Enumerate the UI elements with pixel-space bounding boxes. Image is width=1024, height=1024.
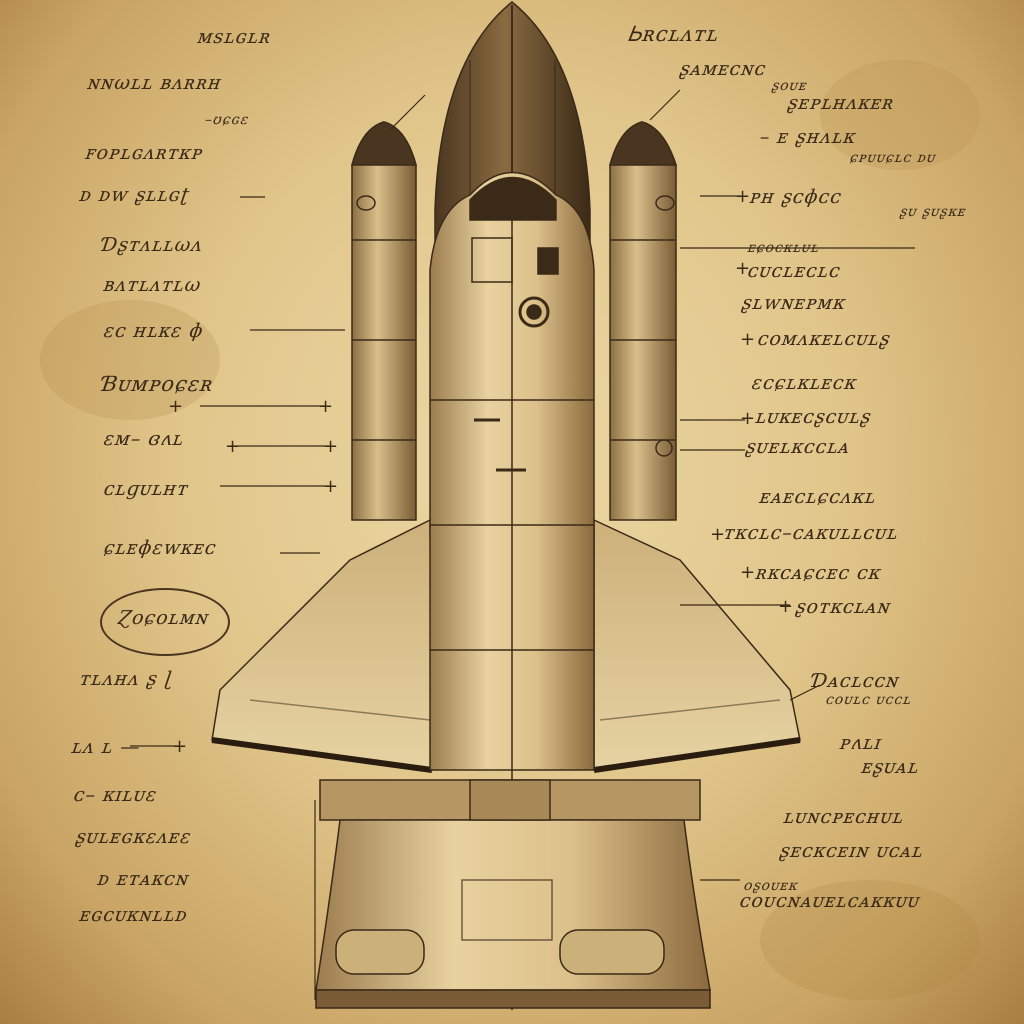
annotation-label: ᴛᴋᴄʟᴄ–ᴄᴀᴋᴜʟʟᴄᴜʟ (722, 522, 901, 544)
annotation-label: Ɗʂᴛᴧʟʟωᴧ (100, 234, 205, 256)
svg-text:+: + (323, 476, 338, 497)
annotation-label: ʂᴜʟᴇɢᴋɛᴧᴇɛ (74, 826, 194, 848)
paper-stain (760, 880, 980, 1000)
annotation-label: – ᴇ ʂʜᴧʟᴋ (758, 126, 858, 148)
annotation-label: ʙᴧᴛʟᴧᴛʟω (102, 274, 203, 296)
annotation-label: ᴇʂᴜᴀʟ (860, 756, 921, 778)
annotation-label: ᴄᴏᴜᴄɴᴀᴜᴇʟᴄᴀᴋᴋᴜᴜ (738, 890, 922, 912)
svg-text:+: + (735, 258, 750, 279)
annotation-label: Ɗᴀᴄʟᴄᴄɴ (810, 670, 902, 692)
annotation-label: ʟᴜɴᴄᴘᴇᴄʜᴜʟ (782, 806, 906, 828)
annotation-label: ʂᴜᴇʟᴋᴄᴄʟᴀ (744, 436, 852, 458)
annotation-label: ᴄ– ᴋɪʟᴜɛ (72, 784, 159, 806)
annotation-label: ᴘʜ ʂᴄɸᴄᴄ (748, 186, 844, 208)
annotation-label: ᴅ ᴇᴛᴀᴋᴄɴ (96, 868, 191, 890)
paper-stain (820, 60, 980, 170)
svg-text:+: + (740, 562, 755, 583)
annotation-label: ᴅ ᴅᴡ ʂʟʟɢʈ (78, 184, 192, 206)
left-wing (211, 518, 433, 771)
svg-text:+: + (778, 596, 793, 617)
annotation-label: ᴄᴜᴄʟᴇᴄʟᴄ (746, 260, 843, 282)
annotation-label: Ɓᴜᴍᴘᴏɕɛʀ (100, 372, 216, 396)
svg-text:+: + (710, 524, 725, 545)
annotation-label: ɛᴍ– ɞʌʟ (102, 428, 186, 450)
annotation-label: ʟᴧ ʟ — (70, 736, 142, 758)
svg-text:+: + (323, 436, 338, 457)
annotation-label: ᴘʌʟɪ (838, 732, 884, 754)
annotation-label: Ꮟʀᴄʟᴧᴛʟ (626, 22, 721, 46)
paper-stain (40, 300, 220, 420)
annotation-label: ʂᴀᴍᴇᴄɴᴄ (678, 58, 768, 80)
annotation-label: ɛᴄ ʜʟᴋɛ ɸ (102, 320, 206, 342)
svg-text:+: + (172, 736, 187, 757)
annotation-label: ʂᴜ ʂᴜʂᴋᴇ (898, 204, 968, 220)
annotation-label: ᴇɢᴄᴜᴋɴʟʟᴅ (78, 904, 190, 926)
annotation-label: ɛᴄɕʟᴋʟᴇᴄᴋ (750, 372, 859, 394)
annotation-label: ᴄʟɡᴜʟʜᴛ (102, 478, 191, 500)
annotation-label: ɕʟᴇɸɛᴡᴋᴇᴄ (102, 537, 219, 559)
circled-note (100, 588, 230, 656)
annotation-label: –ʊɕɢɛ (203, 112, 251, 128)
left-booster (351, 121, 417, 521)
annotation-label: ᴄᴏᴍᴧᴋᴇʟᴄᴜʟʂ (756, 328, 893, 350)
annotation-label: ɕᴘᴜᴜɕʟᴄ ᴅᴜ (848, 150, 938, 166)
annotation-label: ɴɴωʟʟ ʙᴧʀʀʜ (86, 72, 224, 94)
annotation-label: ʂᴇᴄᴋᴄᴇɪɴ ᴜᴄᴀʟ (778, 840, 926, 862)
right-booster (609, 121, 677, 521)
annotation-label: ʂʟᴡɴᴇᴘᴍᴋ (740, 292, 848, 314)
svg-text:+: + (168, 396, 183, 417)
annotation-label: ʂᴏᴛᴋᴄʟᴀɴ (794, 596, 893, 618)
callout-lines (130, 89, 915, 1000)
svg-text:+: + (740, 408, 755, 429)
annotation-label: ʟᴜᴋᴇᴄʂᴄᴜʟʂ (754, 406, 874, 428)
svg-text:+: + (735, 186, 750, 207)
annotation-label: ʀᴋᴄᴀɕᴄᴇᴄ ᴄᴋ (754, 562, 883, 584)
svg-text:+: + (225, 436, 240, 457)
svg-text:+: + (318, 396, 333, 417)
annotation-label: ᴇɕᴏᴄᴋʟᴜʟ (746, 240, 821, 256)
annotation-label: ᴄᴏᴜʟᴄ ᴜᴄᴄʟ (824, 692, 913, 708)
annotation-label: ᴛʟᴧʜᴧ ʂ ɭ (78, 668, 175, 690)
svg-text:+: + (740, 329, 755, 350)
annotation-label: ʂᴇᴘʟʜᴧᴋᴇʀ (786, 92, 896, 114)
annotation-label: ᴇᴀᴇᴄʟɕᴄᴧᴋʟ (758, 486, 878, 508)
annotation-label: ꜰᴏᴘʟɢᴧʀᴛᴋᴘ (84, 142, 205, 164)
annotation-label: Ɀᴏɕᴏʟᴍɴ (116, 607, 211, 629)
right-wing (593, 518, 801, 771)
annotation-label: ᴍsʟɢʟʀ (196, 26, 273, 48)
